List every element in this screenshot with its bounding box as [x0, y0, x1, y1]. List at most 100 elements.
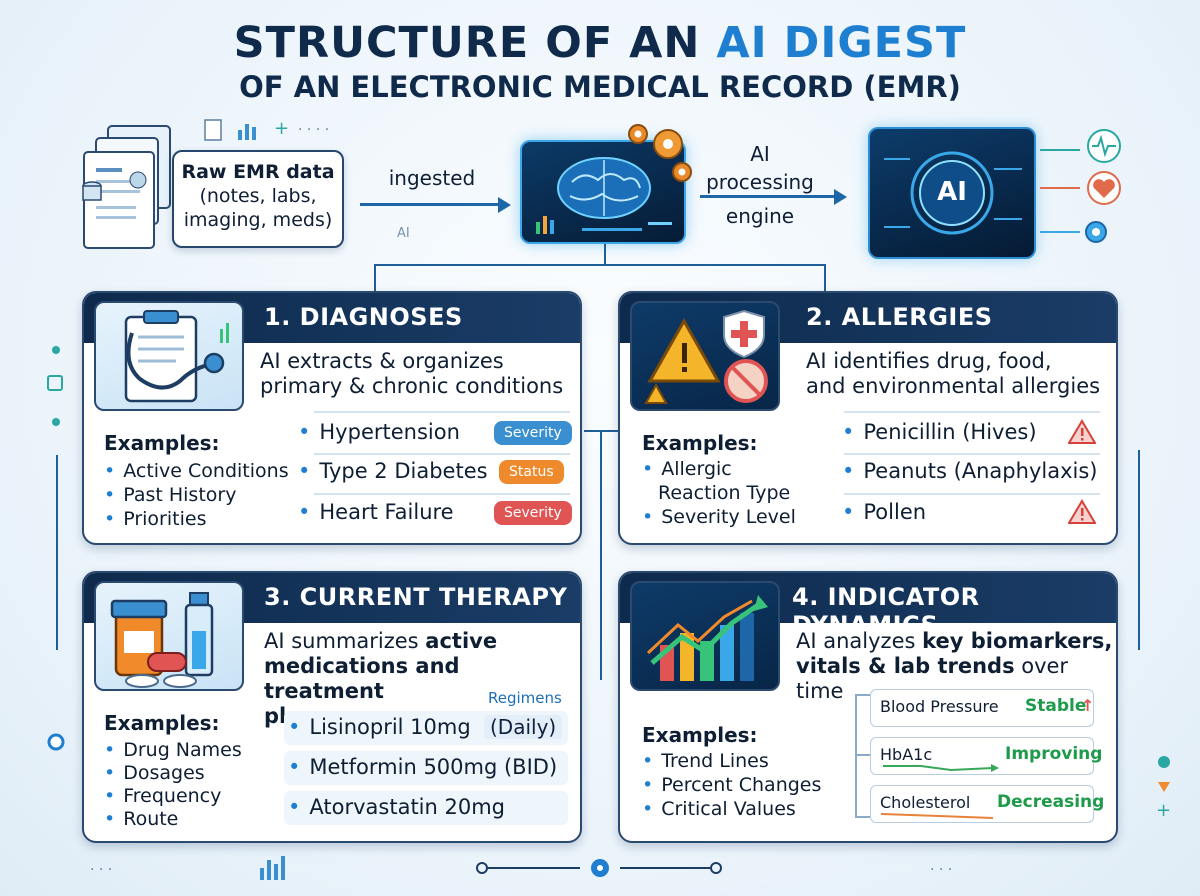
therapy-examples-list: Drug Names Dosages Frequency Route — [104, 739, 242, 831]
allergies-desc-line1: AI identifies drug, food, — [806, 349, 1052, 373]
engine-label-line2: processing — [706, 170, 814, 194]
brain-icon — [536, 157, 672, 234]
regimen-daily: (Daily) — [484, 715, 563, 739]
connector-top-right — [604, 264, 826, 266]
allergy-item-pollen: Pollen — [842, 500, 926, 524]
connector-left-side — [56, 455, 58, 650]
connector-center — [604, 244, 606, 266]
left-decoration — [47, 346, 65, 751]
diagnoses-desc: AI extracts & organizes primary & chroni… — [260, 349, 563, 399]
trend-cholesterol: Cholesterol Decreasing — [870, 785, 1104, 823]
allergies-example-cont: Reaction Type — [642, 481, 796, 505]
allergies-card: 2. ALLERGIES AI identifies drug, food, a… — [618, 291, 1118, 545]
diagnosis-item-hypertension: Hypertension — [298, 420, 460, 444]
therapy-icon-box — [94, 581, 244, 691]
allergies-example: Allergic — [642, 457, 796, 481]
diagnoses-examples-title: Examples: — [104, 431, 220, 455]
indicators-example: Percent Changes — [642, 773, 821, 797]
allergies-separator — [844, 493, 1100, 495]
ai-chip-icon — [884, 151, 1022, 235]
therapy-title: 3. CURRENT THERAPY — [264, 583, 568, 611]
hba1c-trend-line — [883, 764, 999, 772]
diagnoses-separator — [314, 453, 570, 455]
medication-item-atorvastatin: Atorvastatin 20mg — [288, 795, 505, 819]
connector-right — [824, 264, 826, 294]
trend-status: Stable — [1025, 696, 1087, 716]
connector-top — [374, 264, 604, 266]
medication-item-lisinopril: Lisinopril 10mg — [288, 715, 470, 739]
trend-bracket — [855, 694, 870, 818]
therapy-example: Dosages — [104, 762, 242, 785]
engine-label: AI processing — [700, 140, 820, 196]
medication-item-metformin: Metformin 500mg (BID) — [288, 755, 557, 779]
connector-right-side — [1138, 450, 1140, 650]
diagnoses-examples-list: Active Conditions Past History Prioritie… — [104, 459, 289, 531]
trend-status: Improving — [1005, 744, 1103, 764]
diagnoses-example: Active Conditions — [104, 459, 288, 483]
allergies-examples-list: Allergic Reaction Type Severity Level — [642, 457, 796, 529]
brain-processor-panel — [520, 140, 686, 244]
therapy-card: 3. CURRENT THERAPY AI summarizes active … — [82, 571, 582, 843]
diagnoses-title: 1. DIAGNOSES — [264, 303, 463, 331]
indicators-desc: AI analyzes key biomarkers, vitals & lab… — [796, 629, 1116, 704]
indicators-desc-line2: vitals & lab trends over time — [796, 654, 1116, 704]
raw-emr-line1: (notes, labs, — [199, 185, 317, 207]
indicators-example: Critical Values — [642, 797, 821, 821]
therapy-desc-line1: AI summarizes active — [264, 629, 580, 654]
brain-ai-caption: AI — [397, 226, 410, 241]
diagnoses-example: Priorities — [104, 507, 289, 531]
svg-text:+: + — [274, 118, 289, 139]
ingest-arrow-head — [498, 197, 511, 213]
diagnoses-example: Past History — [104, 483, 289, 507]
diagnosis-item-heart-failure: Heart Failure — [298, 500, 453, 524]
allergies-example: Severity Level — [642, 505, 796, 529]
allergies-examples-title: Examples: — [642, 431, 758, 455]
allergies-title: 2. ALLERGIES — [806, 303, 993, 331]
engine-arrow-head — [834, 189, 847, 205]
trend-name: HbA1c — [880, 745, 933, 764]
documents-icon — [82, 125, 171, 249]
title-part1: STRUCTURE OF AN — [233, 18, 717, 68]
allergies-desc-line2: and environmental allergies — [806, 374, 1101, 398]
indicators-desc-line1a: AI analyzes — [796, 629, 923, 653]
indicators-example: Trend Lines — [642, 749, 821, 773]
raw-emr-title: Raw EMR data — [181, 161, 335, 183]
trend-chart-icon — [646, 595, 768, 681]
indicators-desc-line1b: key biomarkers, — [922, 629, 1113, 653]
therapy-desc-line2: medications and treatment — [264, 654, 460, 703]
cholesterol-trend-line — [880, 813, 994, 819]
ai-chip-label: AI — [937, 177, 967, 207]
warning-icon — [1068, 499, 1096, 524]
vitals-icons — [1040, 129, 1121, 243]
allergy-item-penicillin: Penicillin (Hives) — [842, 420, 1036, 444]
diagnoses-separator — [314, 493, 570, 495]
severity-badge: Severity — [494, 501, 572, 525]
diagnoses-desc-line2: primary & chronic conditions — [260, 374, 564, 398]
diagnoses-desc-line1: AI extracts & organizes — [260, 349, 504, 373]
allergies-separator — [844, 453, 1100, 455]
allergy-item-peanuts: Peanuts (Anaphylaxis) — [842, 459, 1097, 483]
main-title: STRUCTURE OF AN AI DIGEST — [0, 18, 1200, 68]
allergies-icon-box — [630, 301, 780, 411]
subtitle: OF AN ELECTRONIC MEDICAL RECORD (EMR) — [239, 70, 961, 104]
allergies-separator — [844, 411, 1100, 413]
indicators-examples-title: Examples: — [642, 723, 758, 747]
regimens-label: Regimens — [488, 689, 562, 707]
indicators-desc-line2a: vitals & lab trends — [796, 654, 1015, 678]
svg-text:· · · ·: · · · · — [298, 122, 329, 138]
connector-mid-v — [600, 430, 602, 680]
indicators-desc-line1: AI analyzes key biomarkers, — [796, 629, 1116, 654]
right-decoration: + — [1156, 756, 1171, 820]
engine-arrow — [700, 195, 836, 198]
indicators-card: 4. INDICATOR DYNAMICS AI analyzes key bi… — [618, 571, 1118, 843]
ai-chip-panel: AI — [868, 127, 1036, 259]
medication-icon — [110, 592, 214, 688]
indicators-examples-list: Trend Lines Percent Changes Critical Val… — [642, 749, 821, 821]
allergy-warning-icon — [644, 309, 768, 404]
trend-status: Decreasing — [997, 792, 1105, 812]
trend-blood-pressure: Blood Pressure Stable ↑ — [870, 689, 1094, 727]
svg-text:+: + — [1156, 800, 1171, 820]
therapy-examples-title: Examples: — [104, 711, 220, 735]
therapy-example: Route — [104, 808, 242, 831]
allergies-example-text: Reaction Type — [658, 482, 791, 504]
